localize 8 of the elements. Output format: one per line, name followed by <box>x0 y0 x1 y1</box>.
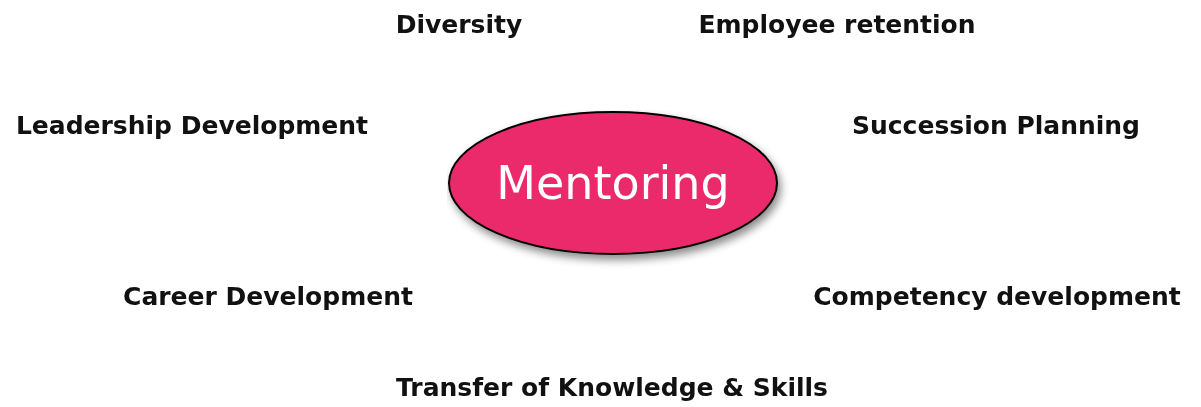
topic-label: Diversity <box>395 9 523 39</box>
topic-label: Transfer of Knowledge & Skills <box>396 372 828 402</box>
center-title: Mentoring <box>496 156 730 210</box>
topic-label: Competency development <box>813 281 1181 311</box>
topic-label: Leadership Development <box>15 110 369 140</box>
topic-label: Succession Planning <box>852 110 1140 140</box>
topic-label: Career Development <box>123 281 413 311</box>
topic-label: Employee retention <box>698 9 976 39</box>
